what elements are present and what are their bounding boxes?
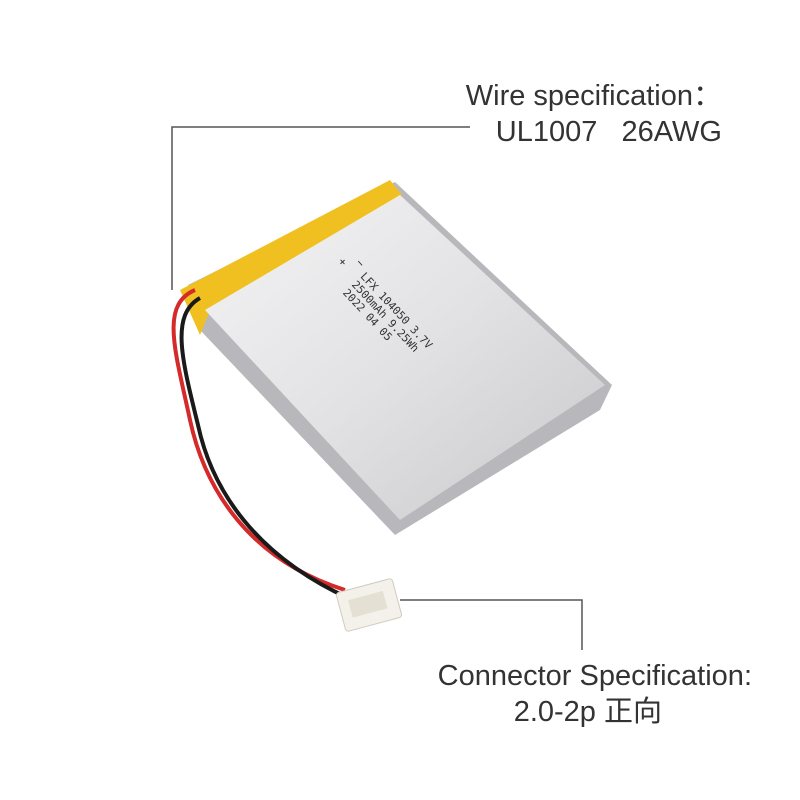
black-wire [179,296,349,600]
connector-callout-line [400,599,583,650]
connector [335,578,403,632]
battery-cell [205,195,605,520]
battery-tape [180,180,402,335]
wire-spec-callout: Wire specification： UL1007 26AWG [466,78,722,150]
red-wire [171,288,346,592]
connector-spec-callout: Connector Specification: 2.0-2p 正向 [438,658,752,730]
wire-callout-line [171,126,470,290]
wire-spec-value: UL1007 26AWG [495,116,722,148]
wire-spec-title: Wire specification： [465,80,722,112]
connector-spec-value: 2.0-2p 正向 [513,696,662,728]
connector-spec-title: Connector Specification: [437,660,752,692]
